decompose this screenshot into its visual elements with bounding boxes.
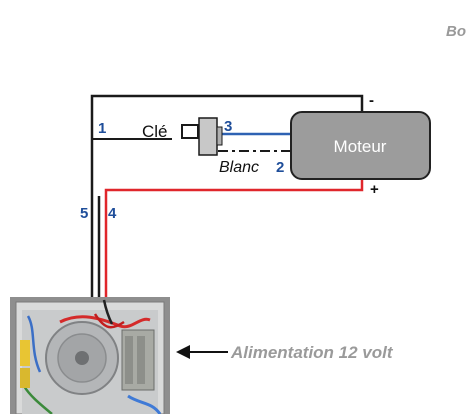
wire-number-5: 5 (80, 205, 88, 222)
motor-label: Moteur (334, 137, 387, 156)
power-supply-label: Alimentation 12 volt (230, 343, 394, 362)
wire-number-4: 4 (108, 205, 117, 222)
wire-number-2: 2 (276, 159, 284, 176)
key-socket (181, 124, 199, 139)
motor-box (290, 111, 431, 180)
wire-positive (104, 178, 364, 300)
header-partial-text: Bo (446, 23, 466, 40)
wire-number-1: 1 (98, 120, 106, 137)
polarity-plus: + (370, 181, 379, 198)
key-label: Clé (142, 122, 168, 141)
wire-number-3: 3 (224, 118, 232, 135)
key-switch-icon (198, 117, 218, 156)
arrow-left-icon (176, 345, 190, 359)
white-wire-label: Blanc (219, 159, 259, 176)
power-supply-image (10, 297, 170, 414)
polarity-minus: - (369, 92, 374, 109)
key-switch-tip (216, 126, 223, 146)
wire-negative (90, 94, 364, 300)
